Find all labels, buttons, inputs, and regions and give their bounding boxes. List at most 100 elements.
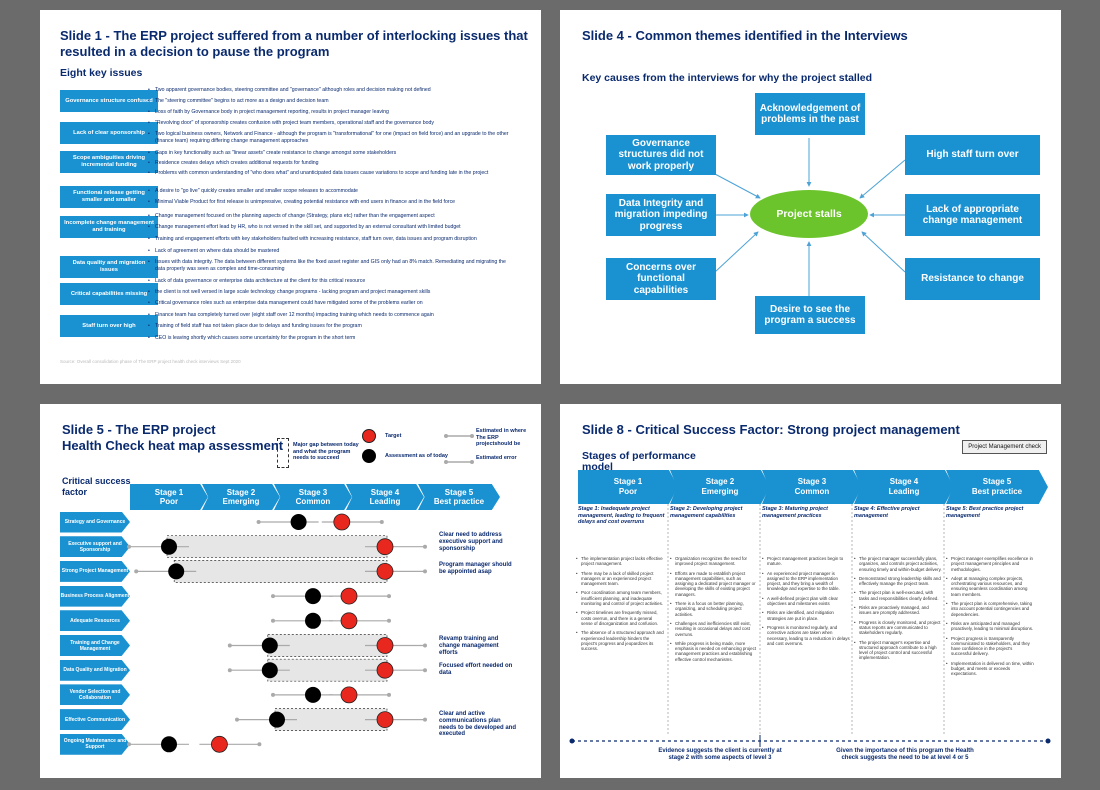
issue-bullet: Training of field staff has not taken pl… xyxy=(148,323,515,330)
issue-bullet: Finance team has completely turned over … xyxy=(148,312,515,319)
csf-row-label: Strong Project Management xyxy=(60,560,130,582)
stage-column: The project manager successfully plans, … xyxy=(854,556,942,665)
issue-bullet: Change management focused on the plannin… xyxy=(148,213,515,220)
slide-1: Slide 1 - The ERP project suffered from … xyxy=(40,10,541,384)
stages-label: Stages of performance model xyxy=(582,450,696,473)
issue-box: Incomplete change management and trainin… xyxy=(60,216,158,238)
gap-legend-icon xyxy=(277,438,289,468)
slide-5-title-line1: Slide 5 - The ERP project xyxy=(62,422,216,437)
today-error-cap xyxy=(134,569,139,574)
today-marker xyxy=(161,538,177,555)
today-marker xyxy=(305,612,321,629)
slide-5: Slide 5 - The ERP project Health Check h… xyxy=(40,404,541,778)
issue-bullet: Change management effort lead by HR, who… xyxy=(148,224,515,231)
note-training: Revamp training and change management ef… xyxy=(439,636,499,656)
note-communications: Clear and active communications plan nee… xyxy=(439,711,517,738)
today-error-cap xyxy=(227,668,232,673)
issue-bullet: "Revolving door" of sponsorship creates … xyxy=(148,120,515,127)
theme-staff-turnover: High staff turn over xyxy=(905,135,1040,175)
target-error-cap xyxy=(257,742,262,747)
issue-bullet: The "steering committee" begins to act m… xyxy=(148,98,515,105)
slide-1-subtitle: Eight key issues xyxy=(60,67,143,79)
today-error-cap xyxy=(271,692,275,697)
evidence-line xyxy=(569,735,1051,747)
today-error-cap xyxy=(127,544,131,549)
today-marker xyxy=(161,736,177,753)
target-marker xyxy=(376,538,394,556)
target-marker xyxy=(376,637,394,654)
target-error-cap xyxy=(423,544,427,549)
today-marker xyxy=(269,711,285,728)
issue-bullet: CEO is leaving shortly which causes some… xyxy=(148,335,515,342)
slide-8: Slide 8 - Critical Success Factor: Stron… xyxy=(560,404,1061,778)
target-error-cap xyxy=(387,594,391,599)
issue-box: Critical capabilities missing xyxy=(60,283,158,305)
today-marker xyxy=(305,588,321,605)
issue-box: Data quality and migration issues xyxy=(60,256,158,278)
issue-bullet: Two apparent governance bodies, steering… xyxy=(148,87,515,94)
connector-arrows xyxy=(714,138,906,296)
target-error-cap xyxy=(423,643,427,648)
gap-legend-label: Major gap between today and what the pro… xyxy=(293,442,359,461)
csf-row-label: Strategy and Governance xyxy=(60,511,130,533)
slide-1-title: Slide 1 - The ERP project suffered from … xyxy=(60,28,528,59)
stage-heading: Stage 5: Best practice project managemen… xyxy=(946,506,1024,519)
issue-bullet: Lack of data governance or enterprise da… xyxy=(148,278,515,285)
theme-data-integrity: Data Integrity and migration impeding pr… xyxy=(606,194,716,236)
csf-row-label: Vendor Selection and Collaboration xyxy=(60,684,130,706)
stage-column: Project management practices begin to ma… xyxy=(762,556,850,650)
today-marker xyxy=(168,563,185,580)
today-error-cap xyxy=(227,643,232,648)
issue-box: Scope ambiguities driving incremental fu… xyxy=(60,151,158,173)
issue-box: Staff turn over high xyxy=(60,315,158,337)
theme-functional-capabilities: Concerns over functional capabilities xyxy=(606,258,716,300)
today-marker xyxy=(290,514,307,530)
project-stalls-node: Project stalls xyxy=(750,190,868,238)
error-legend-label: Estimated error xyxy=(476,455,517,461)
issue-bullet: Two logical business owners, Network and… xyxy=(148,131,515,144)
theme-acknowledgement: Acknowledgement of problems in the past xyxy=(755,93,865,135)
issue-box: Lack of clear sponsorship xyxy=(60,122,158,144)
gap-band xyxy=(166,535,388,559)
gap-band xyxy=(267,658,388,682)
slide-5-title: Slide 5 - The ERP project Health Check h… xyxy=(62,422,283,454)
target-legend-icon xyxy=(362,429,376,443)
target-error-cap xyxy=(387,618,391,623)
issue-bullet: Lack of agreement on where data should b… xyxy=(148,248,515,255)
issue-box: Functional release getting smaller and s… xyxy=(60,186,158,208)
target-marker xyxy=(376,711,394,729)
today-error-cap xyxy=(271,594,275,599)
csf-row-label: Data Quality and Migration xyxy=(60,659,130,681)
today-marker xyxy=(261,662,278,679)
theme-desire-success: Desire to see the program a success xyxy=(755,296,865,334)
target-error-cap xyxy=(423,569,427,574)
target-error-cap xyxy=(387,692,391,697)
target-legend-label: Target xyxy=(385,433,402,439)
today-marker xyxy=(261,637,278,654)
estimate-legend-icon xyxy=(444,434,474,464)
issue-bullet: Critical governance roles such as enterp… xyxy=(148,300,515,307)
stage-heading: Stage 3: Maturing project management pra… xyxy=(762,506,829,519)
slide-4: Slide 4 - Common themes identified in th… xyxy=(560,10,1061,384)
theme-resistance: Resistance to change xyxy=(905,258,1040,300)
slide-5-title-line2: Health Check heat map assessment xyxy=(62,438,284,453)
issue-box: Governance structure confused xyxy=(60,90,158,112)
issue-bullet: Issues with data integrity. The data bet… xyxy=(148,259,515,272)
issue-bullet: Residence creates delays which creates a… xyxy=(148,160,515,167)
csf-row-label: Adequate Resources xyxy=(60,610,130,632)
today-error-cap xyxy=(235,717,239,722)
pm-check-tag: Project Management check xyxy=(962,440,1047,454)
today-error-cap xyxy=(256,520,261,524)
stage-column: Project manager exemplifies excellence i… xyxy=(946,556,1034,681)
target-marker xyxy=(340,587,358,605)
issue-bullet: Gaps in key functionality such as "linea… xyxy=(148,150,515,157)
issue-bullet: the client is not well versed in large s… xyxy=(148,289,515,296)
target-error-cap xyxy=(379,520,384,524)
slide-8-title: Slide 8 - Critical Success Factor: Stron… xyxy=(582,422,960,437)
